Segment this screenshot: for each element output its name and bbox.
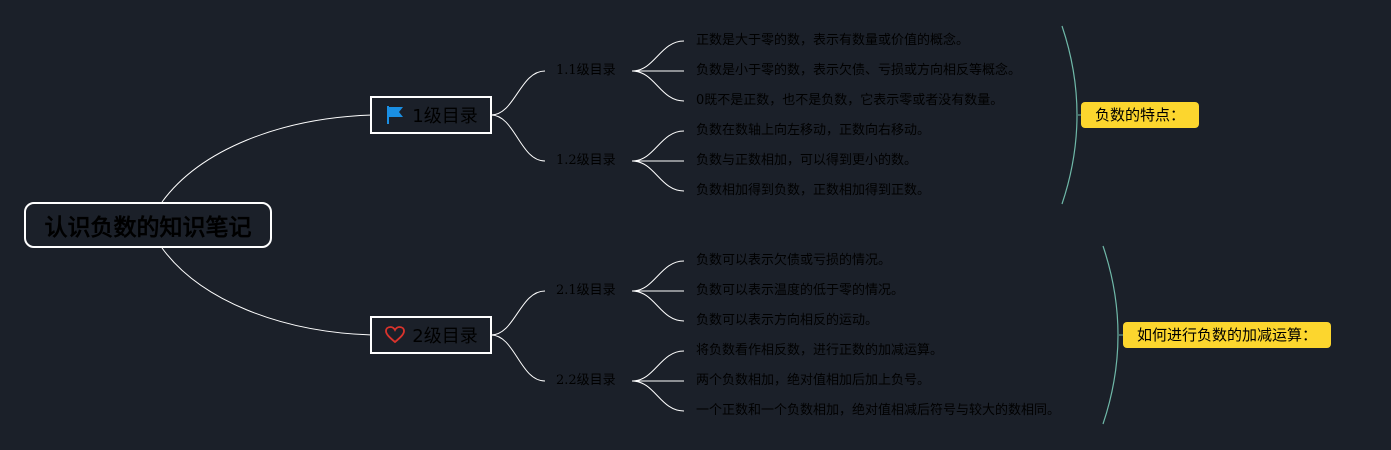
connector-leaf — [631, 40, 685, 72]
leaf-topic[interactable]: 0既不是正数，也不是负数，它表示零或者没有数量。 — [696, 93, 1004, 108]
connector-leaf — [631, 260, 685, 292]
leaf-topic[interactable]: 负数可以表示温度的低于零的情况。 — [696, 283, 905, 298]
leaf-topic[interactable]: 一个正数和一个负数相加，绝对值相减后符号与较大的数相同。 — [696, 403, 1061, 418]
branch-topic-2[interactable]: 2级目录 — [370, 316, 492, 354]
connector-leaf — [631, 380, 685, 412]
connector-leaf — [631, 70, 685, 102]
leaf-topic[interactable]: 正数是大于零的数，表示有数量或价值的概念。 — [696, 33, 970, 48]
connector-leaf — [631, 290, 685, 322]
leaf-topic[interactable]: 将负数看作相反数，进行正数的加减运算。 — [696, 343, 944, 358]
leaf-topic[interactable]: 负数相加得到负数，正数相加得到正数。 — [696, 183, 931, 198]
heart-icon — [384, 324, 406, 346]
connector-leaf — [631, 130, 685, 162]
connector-leaf — [631, 350, 685, 382]
summary-topic-2[interactable]: 如何进行负数的加减运算： — [1123, 322, 1332, 348]
root-topic-label: 认识负数的知识笔记 — [44, 215, 252, 241]
connector-branch-1-sub-2 — [490, 114, 546, 162]
connector-root-branch-1 — [161, 114, 373, 203]
root-topic[interactable]: 认识负数的知识笔记 — [24, 202, 272, 248]
leaf-topic[interactable]: 负数可以表示欠债或亏损的情况。 — [696, 253, 892, 268]
subtopic-1-1[interactable]: 1.1级目录 — [556, 63, 616, 78]
subtopic-2-1[interactable]: 2.1级目录 — [556, 283, 616, 298]
branch-topic-2-label: 2级目录 — [412, 326, 478, 347]
summary-topic-1[interactable]: 负数的特点： — [1081, 102, 1200, 128]
subtopic-1-2[interactable]: 1.2级目录 — [556, 153, 616, 168]
flag-icon — [384, 104, 406, 126]
connector-root-branch-2 — [161, 247, 373, 336]
leaf-topic[interactable]: 负数可以表示方向相反的运动。 — [696, 313, 879, 328]
leaf-topic[interactable]: 负数与正数相加，可以得到更小的数。 — [696, 153, 918, 168]
leaf-topic[interactable]: 两个负数相加，绝对值相加后加上负号。 — [696, 373, 931, 388]
branch-topic-1-label: 1级目录 — [412, 106, 478, 127]
connector-branch-2-sub-1 — [490, 290, 546, 336]
summary-bracket-2 — [1102, 245, 1119, 425]
connector-leaf — [631, 160, 685, 192]
leaf-topic[interactable]: 负数在数轴上向左移动，正数向右移动。 — [696, 123, 931, 138]
leaf-topic[interactable]: 负数是小于零的数，表示欠债、亏损或方向相反等概念。 — [696, 63, 1022, 78]
connector-branch-2-sub-2 — [490, 334, 546, 382]
branch-topic-1[interactable]: 1级目录 — [370, 96, 492, 134]
subtopic-2-2[interactable]: 2.2级目录 — [556, 373, 616, 388]
connector-branch-1-sub-1 — [490, 70, 546, 116]
summary-bracket-1 — [1061, 25, 1078, 205]
